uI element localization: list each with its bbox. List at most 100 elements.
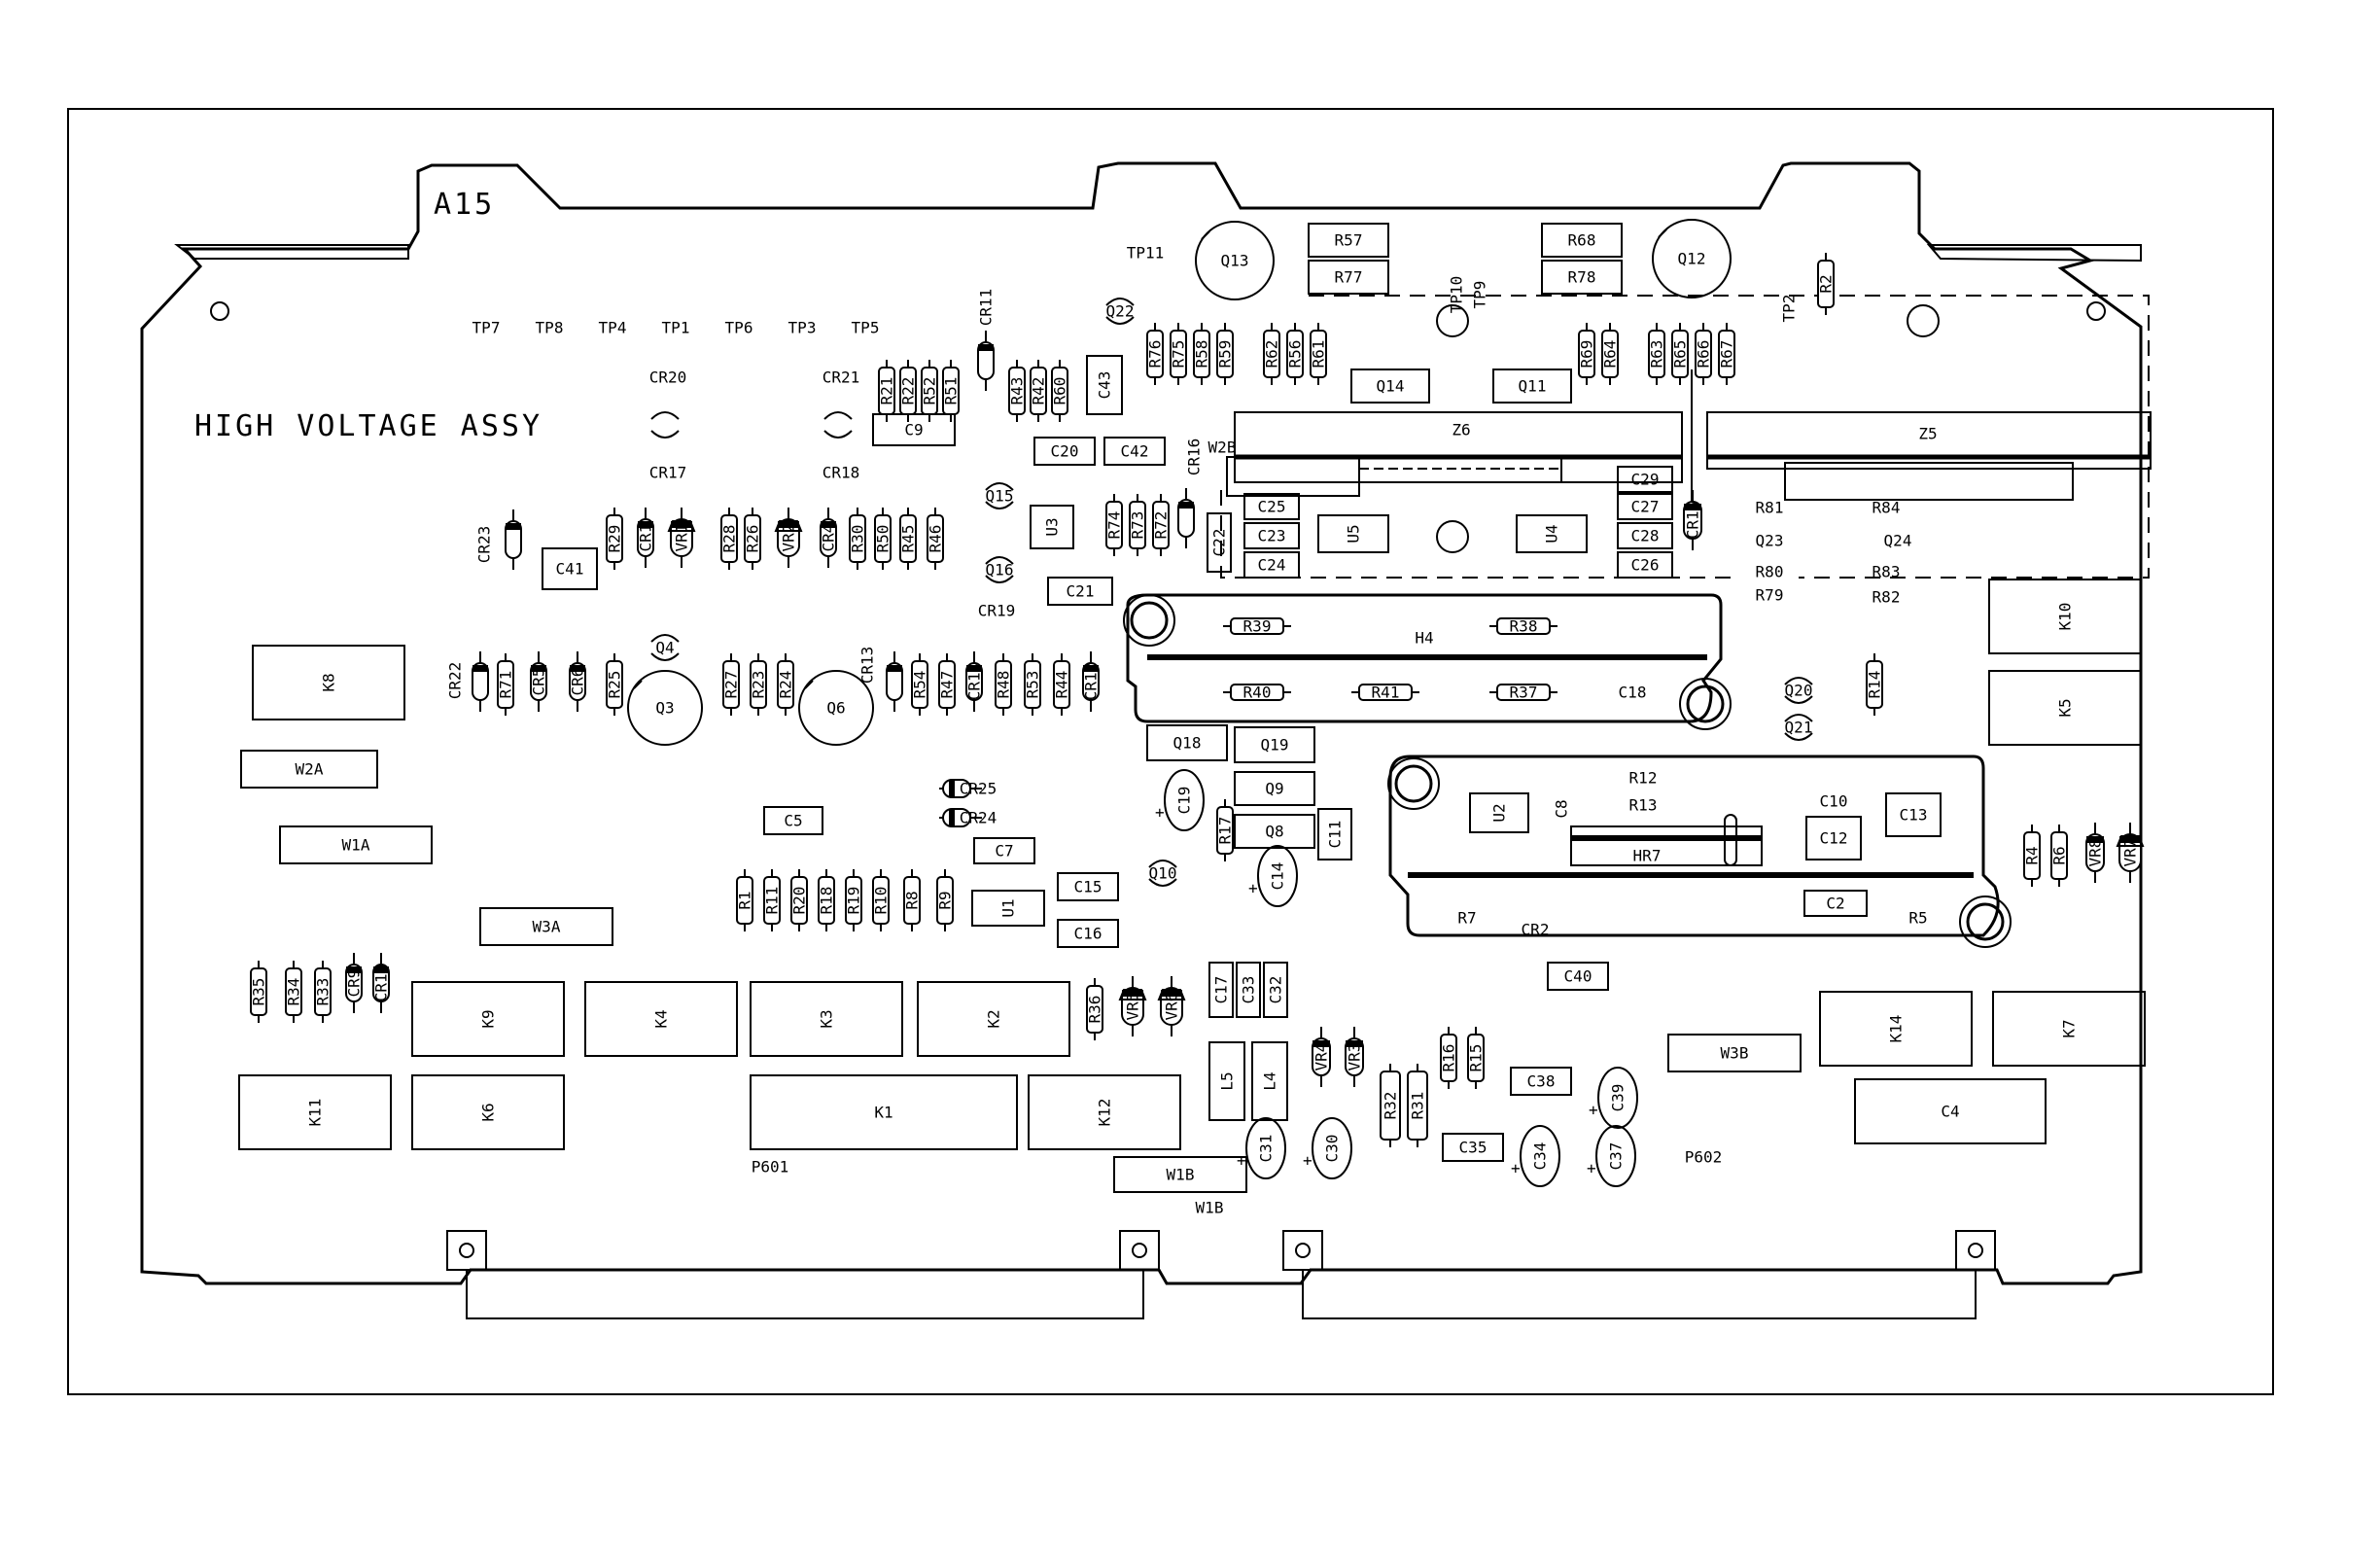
component-cr21-arc (823, 411, 853, 439)
component-r43: R43 (1008, 360, 1027, 422)
component-tp7: TP7 (472, 319, 501, 337)
component-c30: +C30 (1303, 1117, 1352, 1179)
component-q15: Q15 (985, 482, 1014, 509)
label-w2b: W2B (1208, 439, 1237, 457)
component-q13: Q13 (1195, 221, 1275, 300)
label-r34: R34 (285, 978, 303, 1006)
component-cr25: CR25 (939, 779, 997, 798)
component-c9: C9 (872, 413, 956, 446)
label-c15: C15 (1074, 878, 1102, 896)
component-k6: K6 (411, 1074, 565, 1150)
component-r72: R72 (1152, 494, 1171, 556)
label-r1: R1 (736, 891, 754, 909)
label-r59: R59 (1216, 340, 1235, 369)
component-r59: R59 (1216, 323, 1235, 385)
svg-text:+: + (1237, 1151, 1246, 1170)
label-c35: C35 (1459, 1139, 1488, 1157)
component-r28: R28 (720, 508, 739, 570)
label-r17: R17 (1216, 817, 1235, 845)
label-l4: L4 (1261, 1071, 1279, 1090)
component-q21: Q21 (1784, 714, 1813, 741)
label-c42: C42 (1121, 442, 1149, 461)
label-k7: K7 (2060, 1019, 2079, 1037)
drawing-frame (67, 108, 2274, 1395)
component-r63: R63 (1648, 323, 1666, 385)
label-r61: R61 (1310, 340, 1328, 369)
label-r78: R78 (1568, 268, 1596, 287)
component-r12: R12 (1629, 769, 1658, 788)
label-cr19: CR19 (978, 602, 1016, 620)
component-k12: K12 (1028, 1074, 1181, 1150)
component-c27: C27 (1617, 493, 1673, 520)
label-cr23: CR23 (475, 526, 494, 564)
label-cr6: CR6 (569, 668, 587, 696)
label-r64: R64 (1601, 340, 1620, 369)
label-r71: R71 (497, 671, 515, 699)
component-c7: C7 (973, 837, 1035, 864)
label-cr12: CR12 (1082, 663, 1101, 701)
component-q4: Q4 (650, 634, 680, 661)
label-p601: P601 (752, 1158, 789, 1176)
component-vr5: VR5 (1118, 976, 1147, 1036)
component-c40: C40 (1547, 962, 1609, 991)
component-k8: K8 (252, 645, 405, 720)
component-r4: R4 (2023, 825, 2042, 887)
component-r80: R80 (1756, 563, 1784, 581)
label-r39: R39 (1243, 617, 1272, 636)
component-c33: C33 (1236, 962, 1261, 1018)
label-r2: R2 (1817, 274, 1836, 293)
component-q9: Q9 (1234, 771, 1315, 806)
component-c39: +C39 (1589, 1067, 1638, 1129)
component-cr2: CR2 (1522, 921, 1550, 939)
component-tp8: TP8 (536, 319, 564, 337)
mounting-hole (1436, 520, 1469, 553)
label-k3: K3 (818, 1009, 836, 1028)
component-c18: C18 (1619, 684, 1647, 702)
label-q24: Q24 (1884, 532, 1912, 550)
label-w3b: W3B (1721, 1044, 1749, 1063)
component-c12: C12 (1805, 816, 1862, 860)
component-vr1: VR1 (667, 508, 696, 568)
component-q12: Q12 (1652, 219, 1732, 298)
label-c21: C21 (1067, 582, 1095, 601)
label-r65: R65 (1671, 340, 1690, 369)
component-r17: R17 (1216, 799, 1235, 861)
component-c21: C21 (1047, 577, 1113, 606)
component-cr24: CR24 (939, 808, 997, 827)
component-u3: U3 (1030, 505, 1074, 549)
component-w2a: W2A (240, 750, 378, 789)
component-r15: R15 (1467, 1027, 1486, 1089)
label-r21: R21 (878, 377, 896, 405)
label-r60: R60 (1051, 377, 1069, 405)
label-vr7: VR7 (2121, 839, 2140, 867)
label-r4: R4 (2023, 846, 2042, 864)
label-cr15: CR15 (1684, 502, 1702, 540)
label-c40: C40 (1564, 967, 1592, 986)
component-z5: Z5 (1918, 425, 1937, 443)
component-tp10: TP10 (1448, 276, 1466, 314)
label-r36: R36 (1086, 996, 1104, 1024)
label-r27: R27 (722, 671, 741, 699)
mounting-hole (1907, 304, 1940, 337)
component-vr2: VR2 (774, 508, 803, 568)
component-r42: R42 (1030, 360, 1048, 422)
component-c22: C22 (1207, 512, 1232, 573)
component-c29: C29 (1617, 466, 1673, 493)
component-tp9: TP9 (1471, 281, 1489, 309)
mounting-hole (2086, 301, 2106, 321)
component-r73: R73 (1129, 494, 1147, 556)
connector-p601 (466, 1269, 1144, 1319)
label-r51: R51 (942, 377, 961, 405)
label-k12: K12 (1096, 1099, 1114, 1127)
component-c19: +C19 (1155, 769, 1205, 831)
svg-text:+: + (1303, 1151, 1312, 1170)
component-q3: Q3 (627, 670, 703, 746)
component-r77: R77 (1308, 260, 1389, 295)
label-tp4: TP4 (599, 319, 627, 337)
component-q18: Q18 (1146, 724, 1228, 761)
label-r42: R42 (1030, 377, 1048, 405)
component-c13: C13 (1885, 792, 1942, 837)
label-cr10: CR10 (372, 965, 391, 1002)
component-r75: R75 (1170, 323, 1188, 385)
label-r45: R45 (899, 525, 918, 553)
